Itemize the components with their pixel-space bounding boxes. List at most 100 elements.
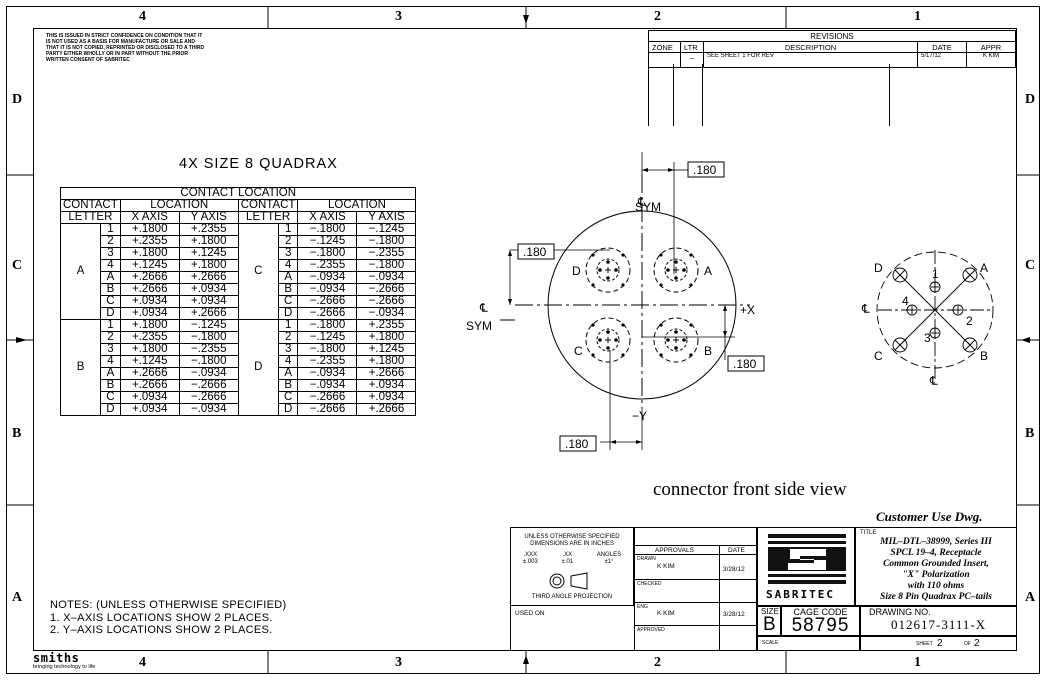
revisions-block: REVISIONS ZONE LTR DESCRIPTION DATE APPR… (648, 30, 1016, 126)
smiths-logo-name: smiths (33, 651, 80, 665)
col-x-right: X AXIS (297, 211, 358, 224)
x-axis-cell: −.0934 (297, 271, 358, 284)
title-line-1: MIL–DTL–38999, Series III (880, 537, 992, 547)
y-axis-cell: +.2666 (178, 307, 239, 320)
pin-id-cell: B (100, 379, 121, 392)
pin-id-cell: 1 (277, 319, 299, 332)
zone-bottom-3: 3 (395, 655, 402, 670)
contact-pin (689, 323, 693, 327)
rev-appr: K KIM (966, 52, 1016, 68)
contact-pin (674, 276, 678, 280)
checked-label: CHECKED (637, 581, 662, 587)
col-y-left: Y AXIS (178, 211, 239, 224)
x-axis-cell: −.1800 (297, 223, 358, 236)
drawn-label: DRAWN (637, 556, 656, 562)
tol-3place-value: ±.003 (522, 559, 538, 565)
pin-letter-b: B (980, 349, 988, 363)
contact-pin (674, 330, 678, 334)
pin-id-cell: C (277, 391, 299, 404)
contact-pin (682, 268, 686, 272)
dim-bottom-value: .180 (565, 437, 589, 451)
sabritec-logo-text: SABRITEC (766, 588, 835, 601)
y-axis-cell: −.1800 (356, 259, 417, 272)
contact-table: CONTACT LOCATION CONTACT LOCATION CONTAC… (59, 187, 417, 416)
x-axis-cell: −.2666 (297, 307, 358, 320)
sheet-value: 2 (937, 638, 943, 649)
pin-id-cell: A (277, 271, 299, 284)
rev-zone (648, 52, 681, 68)
approved-label: APPROVED (637, 627, 665, 633)
pin-id-cell: 3 (277, 343, 299, 356)
title-label: TITLE (860, 530, 877, 536)
pin-id-cell: D (100, 307, 121, 320)
y-axis-cell: −.2355 (178, 343, 239, 356)
x-axis-cell: +.1245 (119, 259, 180, 272)
size-label: SIZE (761, 607, 779, 616)
rev-line-left (648, 64, 649, 126)
pin-id-cell: D (100, 403, 121, 416)
pin-cl-bottom: ℄ (929, 374, 938, 388)
tol-2place-value: ±.01 (561, 559, 574, 565)
contact-pin (674, 260, 678, 264)
quadrax-inner (596, 258, 620, 282)
pin-number-2: 2 (966, 314, 973, 328)
contact-pin (606, 330, 610, 334)
quadrax-cavity (585, 317, 631, 363)
contact-pin (591, 253, 595, 257)
dim-left-value: .180 (523, 245, 547, 259)
quadrax-inner (664, 328, 688, 352)
connector-front-view: .180 .180 .180 .180 ℄ SYM ℄ SYM +X −Y D … (466, 152, 765, 452)
y-axis-cell: −.1800 (356, 235, 417, 248)
rev-line-zone (673, 64, 674, 126)
pin-id-cell: 3 (100, 247, 121, 260)
pin-id-cell: 2 (100, 331, 121, 344)
pin-id-cell: C (100, 391, 121, 404)
contact-pin (689, 283, 693, 287)
sym-top-label: SYM (635, 200, 661, 214)
drawing-number-value: 012617-3111-X (891, 617, 987, 632)
zone-right-b: B (1025, 426, 1035, 441)
quadrax-inner (664, 258, 688, 282)
eng-label: ENG (637, 604, 648, 610)
rev-description: SEE SHEET 1 FOR REV (703, 52, 918, 68)
y-axis-cell: +.1800 (356, 331, 417, 344)
rev-line-desc (889, 64, 890, 126)
zone-left-a: A (12, 590, 23, 605)
contact-pin (606, 276, 610, 280)
revisions-table: REVISIONS ZONE LTR DESCRIPTION DATE APPR… (648, 30, 1016, 68)
contact-pin (659, 283, 663, 287)
notes-block: NOTES: (UNLESS OTHERWISE SPECIFIED) 1. X… (50, 599, 286, 637)
cl-mark-top: ℄ (637, 195, 646, 209)
quad-label-d: D (572, 264, 581, 278)
col-location-right: LOCATION (297, 199, 417, 212)
y-axis-cell: +.0934 (178, 283, 239, 296)
approvals-date-header: DATE (728, 547, 745, 554)
approvals-header: APPROVALS (655, 547, 694, 554)
section-heading: 4X SIZE 8 QUADRAX (179, 156, 338, 172)
rev-ltr: – (680, 52, 704, 68)
x-axis-cell: +.0934 (119, 295, 180, 308)
y-axis-cell: −.0934 (356, 271, 417, 284)
pin-id-cell: 2 (277, 331, 299, 344)
pin-id-cell: D (277, 307, 299, 320)
x-axis-cell: −.1245 (297, 331, 358, 344)
x-axis-cell: +.0934 (119, 391, 180, 404)
x-axis-cell: +.1800 (119, 247, 180, 260)
contact-pin (659, 323, 663, 327)
col-contact-right: CONTACT (237, 199, 299, 212)
third-angle-projection-icon (549, 572, 588, 590)
contact-letter-right: C (237, 223, 279, 320)
x-axis-cell: −.2666 (297, 403, 358, 416)
zone-bottom-4: 4 (139, 655, 146, 670)
sheet-box: SHEET 2 OF 2 (860, 636, 1017, 651)
eng-date: 3/28/12 (723, 611, 745, 618)
contact-letter-left: A (59, 223, 102, 320)
pin-id-cell: C (277, 295, 299, 308)
contact-pin (598, 268, 602, 272)
